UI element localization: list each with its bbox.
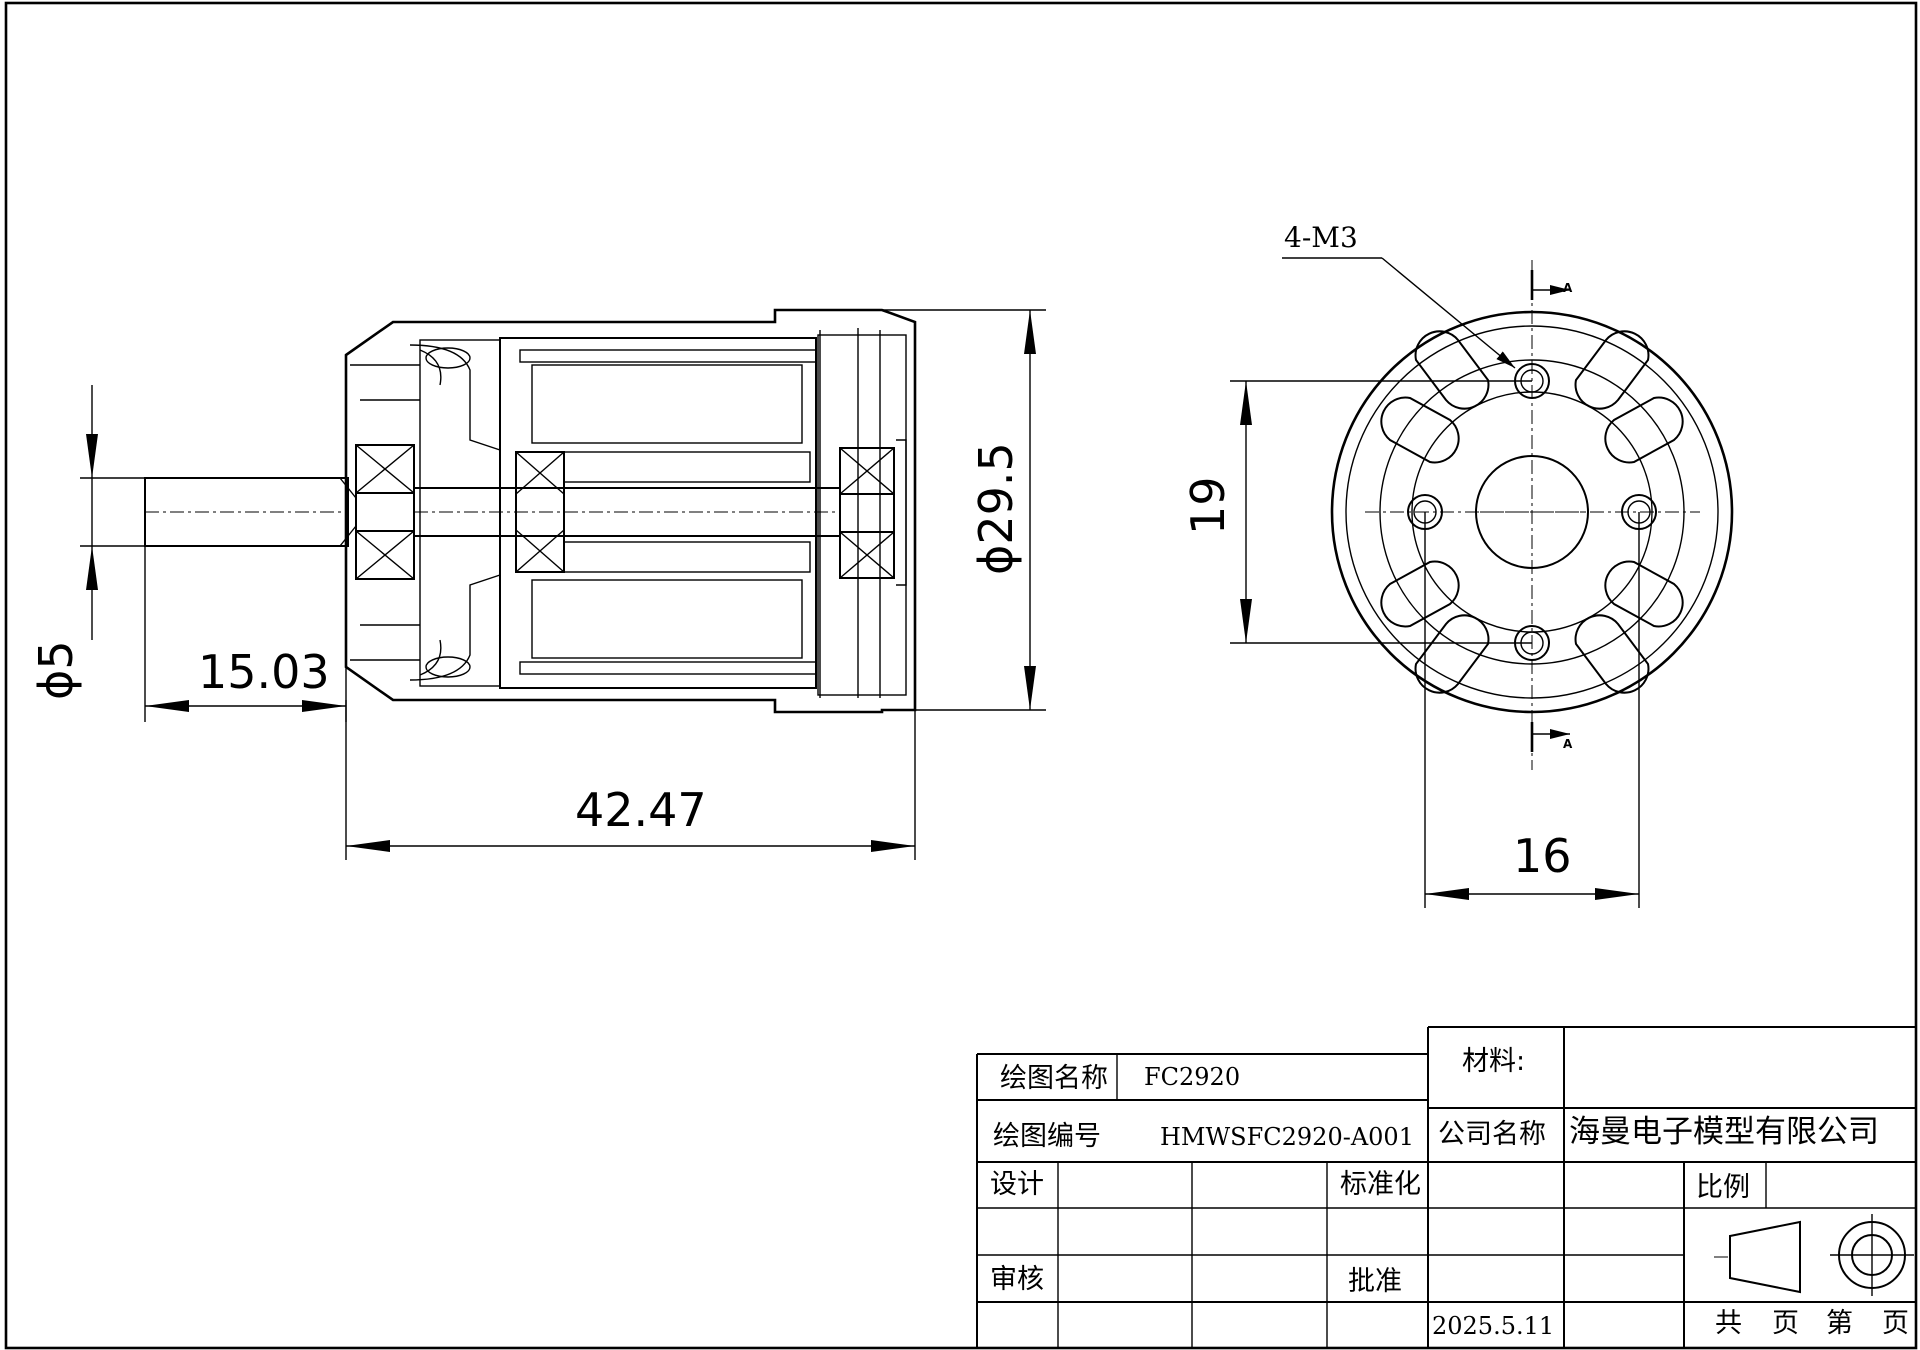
- dim-overall-length-text: 42.47: [575, 783, 707, 837]
- approve-label: 批准: [1348, 1266, 1402, 1297]
- company-value: 海曼电子模型有限公司: [1569, 1114, 1879, 1150]
- drawing-number-value: HMWSFC2920-A001: [1160, 1123, 1414, 1151]
- dim-hole-spacing-vertical: 19: [1181, 380, 1532, 644]
- front-bearing: [355, 444, 415, 580]
- dim-hole-spacing-horizontal-text: 16: [1513, 829, 1572, 883]
- end-view: 4-M3 A A 19 16: [1181, 221, 1734, 908]
- date-value: 2025.5.11: [1432, 1312, 1554, 1340]
- dim-shaft-diameter: ϕ5: [29, 385, 145, 700]
- motor-housing: [344, 308, 917, 714]
- sheet-total-label: 共: [1715, 1308, 1742, 1339]
- dim-hole-spacing-vertical-text: 19: [1181, 476, 1235, 535]
- drawing-number-label: 绘图编号: [993, 1121, 1101, 1152]
- drawing-name-label: 绘图名称: [1000, 1063, 1108, 1094]
- company-label: 公司名称: [1438, 1119, 1546, 1150]
- sheet-border: [4, 1, 1918, 1350]
- section-mark-bottom: A: [1530, 722, 1573, 752]
- rear-bearing: [839, 447, 895, 579]
- projection-symbol-icon: [1714, 1214, 1914, 1296]
- section-mark-bottom-text: A: [1563, 737, 1573, 751]
- sheet-page2-label: 页: [1882, 1308, 1909, 1339]
- drawing-name-value: FC2920: [1144, 1063, 1240, 1091]
- section-mark-top: A: [1530, 270, 1573, 300]
- thread-callout-text: 4-M3: [1284, 221, 1358, 254]
- dim-outer-diameter: ϕ29.5: [882, 309, 1046, 711]
- review-label: 审核: [990, 1264, 1044, 1295]
- material-label: 材料:: [1462, 1046, 1525, 1077]
- shaft: [144, 477, 357, 547]
- standardize-label: 标准化: [1340, 1169, 1421, 1200]
- dim-hole-spacing-horizontal: 16: [1424, 512, 1640, 908]
- title-block: 绘图名称 FC2920 材料: 绘图编号 HMWSFC2920-A001 公司名…: [976, 1026, 1916, 1348]
- section-mark-top-text: A: [1563, 281, 1573, 295]
- sheet-page-label: 页: [1772, 1308, 1799, 1339]
- scale-label: 比例: [1696, 1172, 1750, 1203]
- dim-shaft-length-text: 15.03: [198, 645, 330, 699]
- dim-shaft-diameter-text: ϕ5: [29, 640, 83, 700]
- dim-shaft-length: 15.03: [144, 546, 347, 722]
- thread-callout: 4-M3: [1282, 221, 1516, 369]
- axle-tube: [413, 451, 841, 573]
- sheet-number-label: 第: [1826, 1308, 1853, 1339]
- side-section-view: ϕ5 15.03 42.47 ϕ29.5: [29, 308, 1046, 860]
- dim-outer-diameter-text: ϕ29.5: [969, 442, 1023, 575]
- design-label: 设计: [990, 1169, 1044, 1200]
- dim-overall-length: 42.47: [345, 700, 916, 860]
- stator-windings: [519, 349, 817, 675]
- ventilation-slots: [1380, 330, 1684, 694]
